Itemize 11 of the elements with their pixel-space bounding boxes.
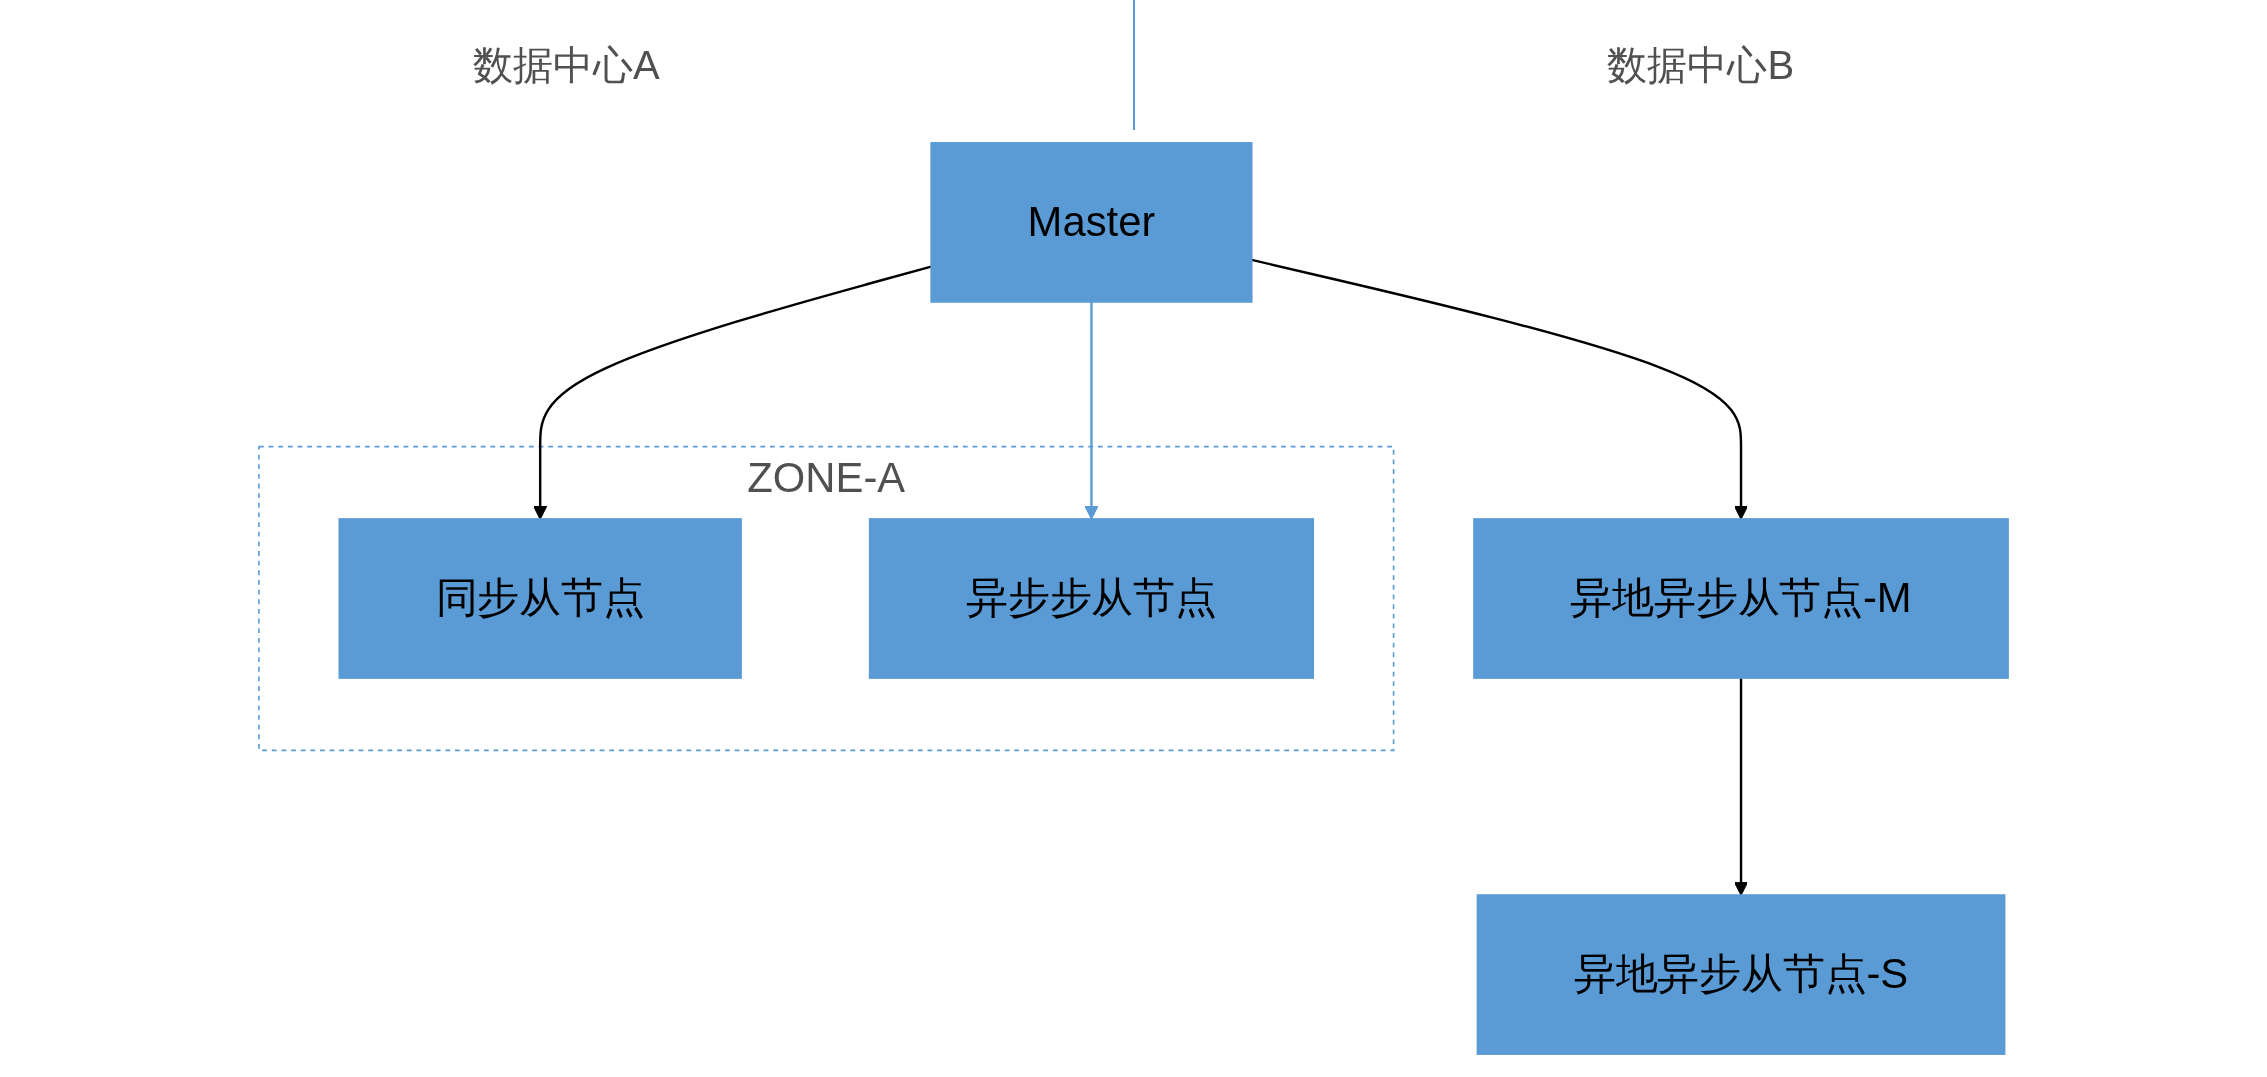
arrow [1733, 678, 1749, 896]
node-box: 异步步从节点 [868, 518, 1315, 679]
arrow [533, 265, 932, 520]
section-heading: 数据中心A [472, 42, 660, 87]
node-box: 同步从节点 [338, 518, 742, 679]
section-heading: 数据中心B [1607, 42, 1795, 87]
arrow [1251, 258, 1749, 520]
node-box: Master [930, 142, 1253, 303]
node-box: 异地异步从节点-S [1476, 894, 2006, 1055]
node-box: 异地异步从节点-M [1473, 518, 2009, 679]
arrow [1084, 301, 1099, 520]
